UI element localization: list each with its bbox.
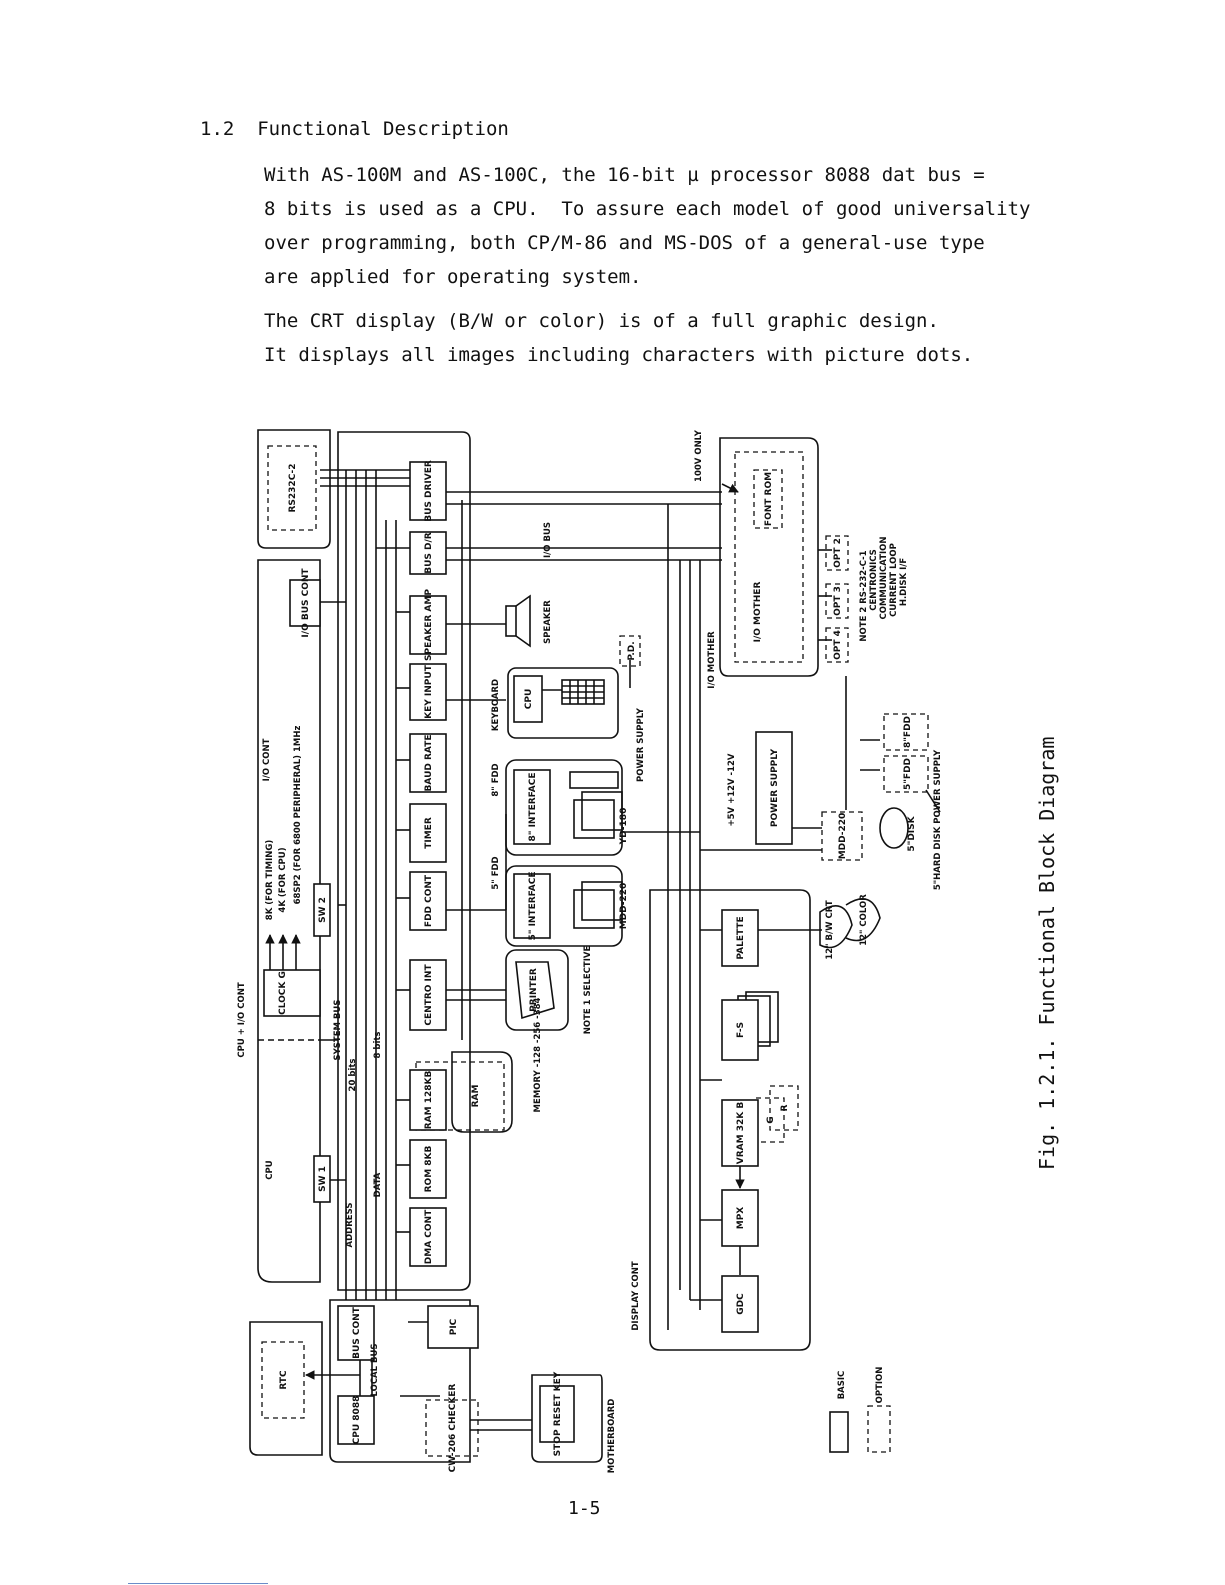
note2-hdisk-label: H.DISK I/F	[899, 558, 909, 606]
100v-only-label: 100V ONLY	[694, 429, 704, 482]
note2-centronics-label: CENTRONICS	[869, 549, 879, 611]
io-bus-label: I/O BUS	[543, 522, 553, 558]
io-mother-region	[719, 437, 819, 677]
sw2-block: SW 2	[318, 897, 328, 923]
figure-caption: Fig. 1.2.1. Functional Block Diagram	[1035, 736, 1059, 1170]
clock-block: CLOCK G	[278, 971, 288, 1015]
crt-color-label: 12" COLOR	[859, 894, 869, 946]
printer-block: PRINTER	[529, 968, 539, 1012]
display-cont-region	[649, 889, 811, 1351]
interface-5-block: 5" INTERFACE	[528, 871, 538, 940]
section-heading: 1.2 Functional Description	[200, 118, 509, 140]
g-block: G	[766, 1116, 776, 1123]
cpu-io-cont-label: CPU + I/O CONT	[237, 982, 247, 1057]
clock-68sp2-label: 68SP2 (FOR 6800 PERIPHERAL) 1MHz	[293, 726, 303, 905]
fdd8-block: 8"FDD	[903, 716, 913, 748]
memory-label: MEMORY -128 -256 -384	[533, 997, 543, 1112]
address-label: ADDRESS	[345, 1203, 355, 1248]
clock-4k-label: 4K (FOR CPU)	[278, 847, 288, 912]
cpu-8088-block: CPU 8088	[352, 1396, 362, 1445]
mdd220-block: MDD-220	[619, 883, 629, 930]
power-supply-block: POWER SUPPLY	[770, 748, 780, 827]
clock-8k-label: 8K (FOR TIMING)	[265, 840, 275, 921]
section-title: Functional Description	[257, 118, 509, 140]
note2-communication-label: COMMUNICATION	[879, 536, 889, 619]
vram-block: VRAM 32K B	[736, 1102, 746, 1165]
opt3-block: OPT 3	[833, 586, 843, 616]
cw-checker-block: CW-206 CHECKER	[448, 1384, 458, 1473]
opt2-block: OPT 2	[833, 538, 843, 568]
motherboard-label: MOTHERBOARD	[607, 1399, 617, 1474]
speaker-label: SPEAKER	[543, 600, 553, 644]
voltages-label: +5V +12V -12V	[727, 753, 737, 826]
fdd5-block: 5"FDD	[903, 758, 913, 790]
paragraph-crt-display: The CRT display (B/W or color) is of a f…	[264, 310, 974, 366]
opt4-block: OPT 4	[833, 630, 843, 660]
r-block: R	[780, 1104, 790, 1111]
stop-reset-key-block: STOP RESET KEY	[553, 1371, 563, 1456]
cpu-label: CPU	[265, 1160, 275, 1179]
rs232c-block: RS232C-2	[288, 463, 298, 512]
fdd-cont-block: FDD CONT	[424, 874, 434, 927]
yd180-block: YD-180	[619, 808, 629, 846]
legend-option-label: OPTION	[875, 1367, 885, 1404]
gdc-block: GDC	[736, 1293, 746, 1315]
fdd8-label: 8" FDD	[491, 763, 501, 796]
bits8-label: 8 bits	[373, 1032, 383, 1059]
ram-option-block: RAM	[471, 1085, 481, 1108]
bits20-label: 20 bits	[348, 1059, 358, 1092]
bus-driver-block: BUS DRIVER	[424, 460, 434, 522]
interface-8-block: 8" INTERFACE	[528, 772, 538, 841]
bus-dr-block: BUS D/R	[424, 532, 434, 574]
rtc-region	[249, 1321, 323, 1456]
rom-block: ROM 8KB	[424, 1145, 434, 1192]
keyboard-cpu-block: CPU	[524, 689, 534, 710]
baud-rate-block: BAUD RATE	[424, 735, 434, 792]
display-cont-label: DISPLAY CONT	[631, 1261, 641, 1330]
legend-basic-label: BASIC	[837, 1371, 847, 1400]
note2-current-loop-label: CURRENT LOOP	[889, 543, 899, 617]
speaker-amp-block: SPEAKER AMP	[424, 589, 434, 661]
rtc-block: RTC	[279, 1370, 289, 1390]
ram-block: RAM 128KB	[424, 1071, 434, 1130]
dma-cont-block: DMA CONT	[424, 1209, 434, 1264]
io-cont-label: I/O CONT	[262, 738, 272, 781]
cpu-region-left	[257, 559, 321, 1283]
centro-int-block: CENTRO INT	[424, 964, 434, 1026]
font-rom-block: FONT ROM	[764, 472, 774, 526]
hard-disk-ps-label: 5"HARD DISK POWER SUPPLY	[933, 749, 943, 890]
page-number: 1-5	[568, 1498, 601, 1519]
local-bus-label: LOCAL BUS	[370, 1343, 380, 1396]
bus-cont-block: BUS CONT	[352, 1306, 362, 1359]
palette-block: PALETTE	[736, 916, 746, 959]
cpu-core-region	[329, 1299, 471, 1463]
system-bus-label: SYSTEM BUS	[333, 1000, 343, 1061]
paragraph-processor: With AS-100M and AS-100C, the 16-bit µ p…	[264, 164, 1031, 288]
fs-block: F-S	[736, 1022, 746, 1038]
mpx-block: MPX	[736, 1207, 746, 1230]
io-mother-side-label: I/O MOTHER	[707, 631, 717, 689]
pd-block: P.D.	[627, 641, 637, 660]
pic-block: PIC	[449, 1318, 459, 1335]
mdd220-option-block: MDD-220	[838, 813, 848, 860]
timer-block: TIMER	[424, 817, 434, 849]
sw1-block: SW 1	[318, 1166, 328, 1192]
key-input-block: KEY INPUT	[424, 664, 434, 719]
io-mother-block: I/O MOTHER	[753, 582, 763, 643]
motherboard-key-region	[531, 1374, 603, 1463]
keyboard-label: KEYBOARD	[491, 679, 501, 731]
note2-label: NOTE 2 RS-232-C-1	[859, 550, 869, 641]
io-bus-cont-block: I/O BUS CONT	[301, 568, 311, 638]
power-supply-kb-label: POWER SUPPLY	[636, 707, 646, 782]
disk5-block: 5"DISK	[907, 815, 917, 851]
io-cont-region	[337, 431, 471, 1291]
note1-label: NOTE 1 SELECTIVE	[583, 946, 593, 1035]
data-label: DATA	[373, 1172, 383, 1197]
fdd5-label: 5" FDD	[491, 856, 501, 889]
bottom-rule	[128, 1583, 268, 1584]
rs232-region	[257, 429, 331, 549]
crt-bw-label: 12" B/W CRT	[825, 900, 835, 960]
section-number: 1.2	[200, 118, 235, 140]
